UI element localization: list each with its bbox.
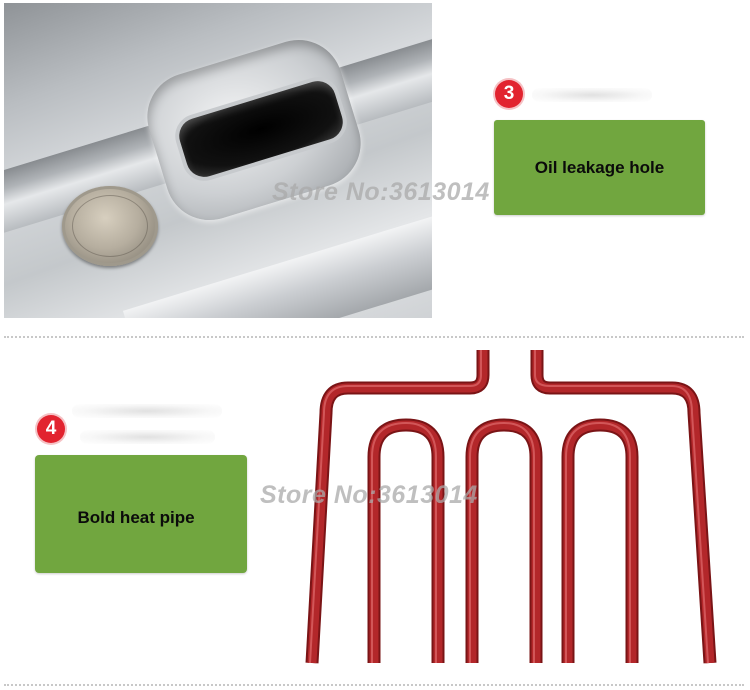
- section-4-number-badge: 4: [37, 415, 65, 443]
- section-3-label-text: Oil leakage hole: [534, 157, 665, 177]
- heat-pipe-outer-right: [532, 350, 715, 664]
- heat-pipe-loop-2: [467, 420, 541, 663]
- section-4-faded-caption-line-1: [72, 404, 222, 418]
- section-4-faded-caption-line-2: [80, 430, 215, 444]
- heat-pipe-loop-1: [369, 420, 443, 663]
- store-watermark-bottom: Store No:3613014: [260, 481, 478, 509]
- heat-pipe-loop-3: [563, 420, 637, 663]
- section-divider-bottom: [4, 684, 744, 686]
- steel-lower-edge: [122, 188, 432, 318]
- heat-pipe-outer-left: [307, 350, 488, 664]
- store-watermark-top: Store No:3613014: [272, 178, 490, 206]
- heat-pipe-image: [305, 350, 717, 664]
- section-4-label-text: Bold heat pipe: [77, 508, 195, 527]
- coin-scale-reference: [62, 186, 158, 266]
- section-3-number-badge: 3: [495, 80, 523, 108]
- oil-leakage-hole-photo: [4, 3, 432, 318]
- section-4-label-box: Bold heat pipe: [35, 455, 247, 573]
- section-divider-top: [4, 336, 744, 338]
- section-3-label-box: Oil leakage hole: [494, 120, 705, 215]
- section-3-faded-caption: [532, 88, 652, 102]
